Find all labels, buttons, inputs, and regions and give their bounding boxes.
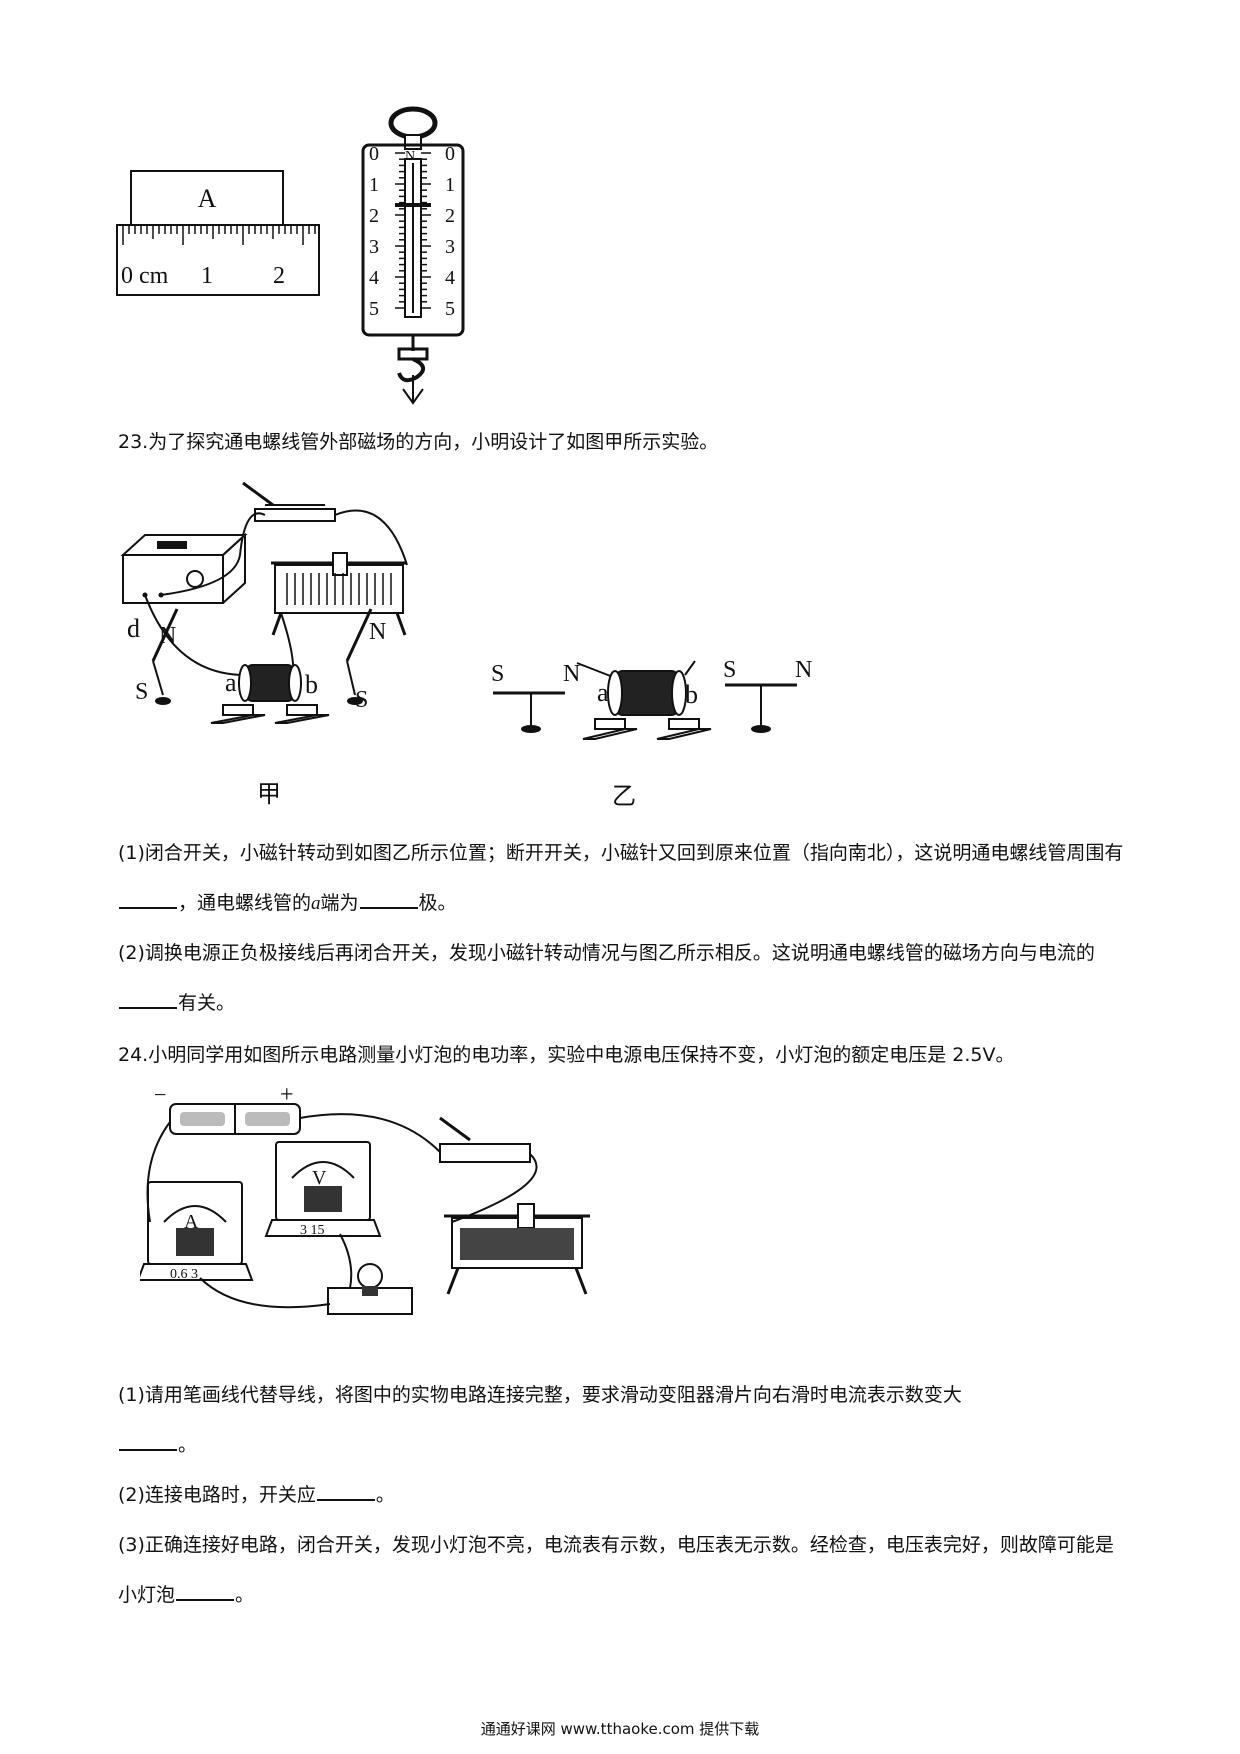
scale-top-n: N [405,149,415,164]
scale-right-label: 2 [445,205,455,227]
voltmeter-label: V [312,1167,327,1189]
q24-p2-text-a: (2)连接电路时，开关应 [118,1484,316,1506]
scale-right-label: 0 [445,143,455,165]
scale-left-label: 2 [369,205,379,227]
spring-scale-figure: N 0 1 2 3 4 5 0 1 2 3 4 5 [361,106,465,405]
q24-circuit-figure: − + A 0.6 3 V 3 15 [140,1082,590,1315]
q23-caption-jia: 甲 [257,780,281,808]
block-a-label: A [198,184,217,213]
q23-p2-text-a: (2)调换电源正负极接线后再闭合开关，发现小磁针转动情况与图乙所示相反。这说明通… [118,942,1095,964]
scale-right-label: 3 [445,236,455,258]
q23-stem: 23.为了探究通电螺线管外部磁场的方向，小明设计了如图甲所示实验。 [118,431,719,453]
jia-label-n1: N [159,623,176,649]
q23-p1-var: a [311,893,321,914]
q23-figure-jia: d N S a b N S [120,481,408,724]
scale-left-label: 5 [369,298,379,320]
q24-p1-text: (1)请用笔画线代替导线，将图中的实物电路连接完整，要求滑动变阻器滑片向右滑时电… [118,1384,962,1406]
q24-p1-blank[interactable] [119,1448,177,1451]
ammeter-label: A [184,1211,199,1233]
q24-p3-text-b: 。 [235,1584,255,1606]
yi-label-s1: S [491,661,504,687]
yi-label-s2: S [723,657,736,683]
ruler-figure: A 0 cm 1 2 [116,170,320,296]
q24-stem: 24.小明同学用如图所示电路测量小灯泡的电功率，实验中电源电压保持不变，小灯泡的… [118,1044,1015,1066]
q24-p3-blank[interactable] [176,1598,235,1601]
ruler-label-2: 2 [273,263,285,289]
yi-label-n1: N [563,661,580,687]
q23-p2-text-b: 有关。 [178,992,236,1014]
q23-p1-text-a: (1)闭合开关，小磁针转动到如图乙所示位置；断开开关，小磁针又回到原来位置（指向… [118,842,1124,864]
q24-part-3: (3)正确连接好电路，闭合开关，发现小灯泡不亮，电流表有示数，电压表无示数。经检… [118,1520,1128,1620]
q24-part-2: (2)连接电路时，开关应 。 [118,1470,1128,1520]
q23-caption-yi: 乙 [612,782,636,810]
voltmeter-range: 3 15 [300,1223,325,1238]
scale-right-labels: 0 1 2 3 4 5 [445,143,455,320]
q23-p1-text-d: 极。 [418,892,457,914]
scale-left-label: 3 [369,236,379,258]
jia-label-b: b [305,670,318,699]
page-footer: 通通好课网 www.tthaoke.com 提供下载 [480,1720,760,1738]
jia-label-s1: S [135,679,148,705]
yi-label-b: b [685,680,698,709]
scale-left-label: 4 [369,267,379,289]
q24-p2-text-b: 。 [375,1484,395,1506]
yi-label-n2: N [795,657,812,683]
q23-part-1: (1)闭合开关，小磁针转动到如图乙所示位置；断开开关，小磁针又回到原来位置（指向… [118,828,1128,929]
jia-label-d: d [127,614,140,643]
ammeter-range: 0.6 3 [170,1267,198,1282]
q24-part-1: (1)请用笔画线代替导线，将图中的实物电路连接完整，要求滑动变阻器滑片向右滑时电… [118,1370,1128,1470]
q23-p2-blank[interactable] [119,1006,177,1009]
q23-p1-text-c: 端为 [320,892,359,914]
scale-left-label: 0 [369,143,379,165]
scale-right-label: 5 [445,298,455,320]
scale-ticks [395,152,431,309]
q24-p1-end: 。 [178,1434,198,1456]
q23-p1-blank-1[interactable] [119,906,177,909]
jia-label-s2: S [355,687,368,713]
jia-label-a: a [225,668,237,697]
ruler-label-1: 1 [201,263,213,289]
q23-figure-yi: S N a b S N [491,657,812,740]
scale-left-labels: 0 1 2 3 4 5 [369,143,379,320]
yi-label-a: a [597,678,609,707]
battery-plus: + [280,1082,294,1108]
q23-part-2: (2)调换电源正负极接线后再闭合开关，发现小磁针转动情况与图乙所示相反。这说明通… [118,928,1128,1028]
ruler-label-0: 0 cm [121,263,169,289]
ruler-ticks [122,225,316,245]
scale-right-label: 4 [445,267,455,289]
q23-p1-blank-2[interactable] [359,906,418,909]
q24-p3-text-a: (3)正确连接好电路，闭合开关，发现小灯泡不亮，电流表有示数，电压表无示数。经检… [118,1534,1114,1606]
q23-p1-text-b: ，通电螺线管的 [178,892,312,914]
jia-label-n2: N [369,619,386,645]
q24-p2-blank[interactable] [316,1498,375,1501]
battery-minus: − [154,1082,166,1107]
scale-left-label: 1 [369,174,379,196]
scale-right-label: 1 [445,174,455,196]
